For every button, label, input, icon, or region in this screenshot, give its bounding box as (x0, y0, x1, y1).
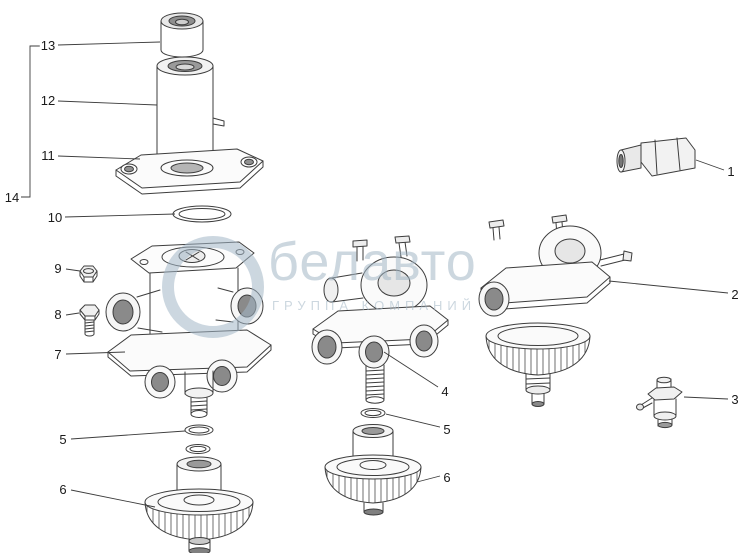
callout-6b: 6 (442, 469, 452, 486)
callout-3: 3 (730, 391, 740, 408)
part-rings-5-left (184, 424, 214, 454)
callout-1: 1 (726, 163, 736, 180)
callout-4: 4 (440, 383, 450, 400)
assembly-left (79, 12, 272, 553)
callout-9: 9 (53, 260, 63, 277)
part-cover-6-left (144, 456, 254, 553)
callout-5a: 5 (58, 431, 68, 448)
valve-right (478, 214, 633, 407)
part-cylinder-12 (156, 56, 225, 156)
callout-5b: 5 (442, 421, 452, 438)
callout-14: 14 (3, 189, 21, 206)
callout-6a: 6 (58, 481, 68, 498)
callout-10: 10 (46, 209, 64, 226)
callout-13: 13 (39, 37, 57, 54)
part-valve-body-7 (105, 241, 272, 418)
part-fitting-1 (616, 137, 696, 177)
callout-12: 12 (39, 92, 57, 109)
callout-7: 7 (53, 346, 63, 363)
callout-11: 11 (40, 147, 56, 164)
part-fitting-3 (636, 376, 683, 429)
callout-8: 8 (53, 306, 63, 323)
part-nut-9 (79, 265, 98, 283)
part-bolt-8 (79, 304, 100, 337)
valve-middle (311, 235, 449, 516)
callout-2: 2 (730, 286, 740, 303)
part-flange-11 (115, 148, 264, 195)
part-cap-13 (160, 12, 204, 58)
